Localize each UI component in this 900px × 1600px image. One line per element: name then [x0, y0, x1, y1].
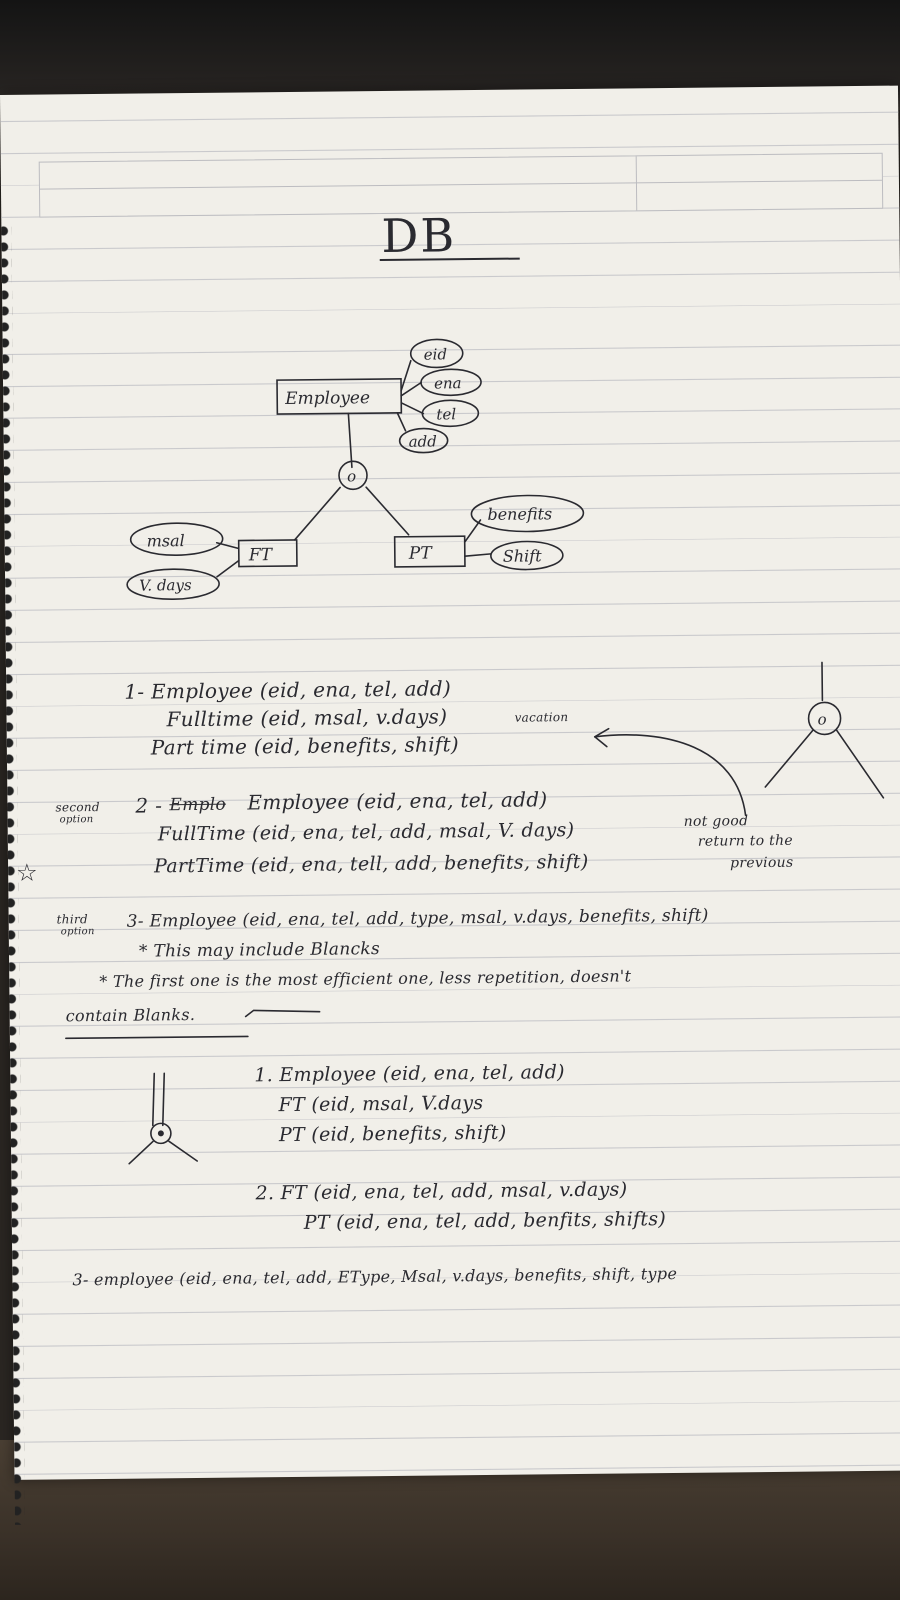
attr-add-label: add	[409, 432, 437, 450]
option2-struck-text: Emplo	[169, 794, 227, 816]
notebook-page: DB Employee eid ena tel add o FT PT msal…	[0, 85, 900, 1525]
attr-eid-oval	[409, 338, 464, 369]
attr-ena-label: ena	[434, 374, 462, 392]
subtype-pt-box	[393, 535, 466, 568]
option1-line2: Fulltime (eid, msal, v.days)	[166, 704, 448, 732]
subtype-pt-label: PT	[408, 543, 434, 563]
employee-attribute-links	[396, 359, 425, 432]
option2-side-note-3: previous	[730, 854, 794, 872]
option2-margin-label-2: option	[59, 814, 94, 826]
option2-side-note-1: not good	[683, 813, 749, 830]
summary2-line2: PT (eid, ena, tel, add, benfits, shifts)	[303, 1208, 667, 1234]
attr-shift-label: Shift	[503, 546, 543, 565]
blanks-bracket	[244, 1009, 321, 1018]
entity-employee-label: Employee	[284, 388, 370, 409]
subtype-ft-box	[237, 539, 298, 568]
disjoint-branches	[293, 486, 410, 541]
option2-margin-label: second	[55, 799, 100, 815]
summary1-line3: PT (eid, benefits, shift)	[278, 1121, 507, 1147]
attr-eid-label: eid	[424, 345, 447, 363]
option1-line3: Part time (eid, benefits, shift)	[150, 732, 460, 760]
summary2-line1: 2. FT (eid, ena, tel, add, msal, v.days)	[255, 1178, 628, 1205]
summary1-line2: FT (eid, msal, V.days	[278, 1091, 484, 1117]
return-arrow	[593, 734, 747, 817]
option1-line1: 1- Employee (eid, ena, tel, add)	[124, 676, 452, 704]
pt-attribute-links	[463, 519, 492, 557]
attr-tel-label: tel	[436, 405, 456, 423]
option3-note1: * This may include Blancks	[138, 939, 381, 962]
option2-line3: PartTime (eid, ena, tell, add, benefits,…	[153, 850, 589, 878]
ft-attribute-links	[215, 541, 240, 578]
summary1-line1: 1. Employee (eid, ena, tel, add)	[254, 1061, 565, 1087]
option3-margin-label: third	[56, 912, 89, 927]
option2-side-note-2: return to the	[697, 832, 794, 850]
option2-line1: Employee (eid, ena, tel, add)	[247, 787, 548, 815]
disjoint-circle	[338, 460, 368, 491]
attr-benefits-oval	[470, 494, 585, 533]
er-diagram: Employee eid ena tel add o FT PT msal V.…	[65, 338, 885, 1165]
return-arrowhead	[593, 727, 610, 748]
right-sketch-circle	[807, 701, 842, 736]
disjoint-symbol: o	[347, 467, 356, 485]
right-sketch-branches	[764, 729, 885, 799]
bottom-sketch-circle	[150, 1122, 172, 1145]
option3-margin-label-2: option	[60, 926, 95, 938]
attr-benefits-label: benefits	[487, 504, 552, 524]
option1-vacation-note: vacation	[514, 710, 569, 725]
right-sketch-symbol: o	[817, 710, 826, 728]
attr-vdays-label: V. days	[139, 576, 192, 595]
option2-line2: FullTime (eid, ena, tel, add, msal, V. d…	[157, 819, 575, 846]
option2-line1-number: 2 -	[135, 793, 163, 818]
option3-note3: contain Blanks.	[65, 1005, 196, 1026]
attr-msal-label: msal	[147, 531, 185, 550]
attr-msal-oval	[129, 522, 224, 556]
attr-shift-oval	[490, 540, 564, 571]
star-mark: ☆	[16, 858, 39, 887]
attr-add-oval	[398, 427, 449, 454]
employee-to-disjoint-line	[347, 412, 353, 469]
attr-vdays-oval	[126, 568, 220, 601]
bottom-sketch-branches	[128, 1140, 198, 1165]
bottom-sketch-dot	[157, 1130, 164, 1137]
bottom-sketch-stem	[151, 1072, 166, 1127]
subtype-ft-label: FT	[248, 545, 274, 565]
blanks-underline	[65, 1035, 249, 1040]
